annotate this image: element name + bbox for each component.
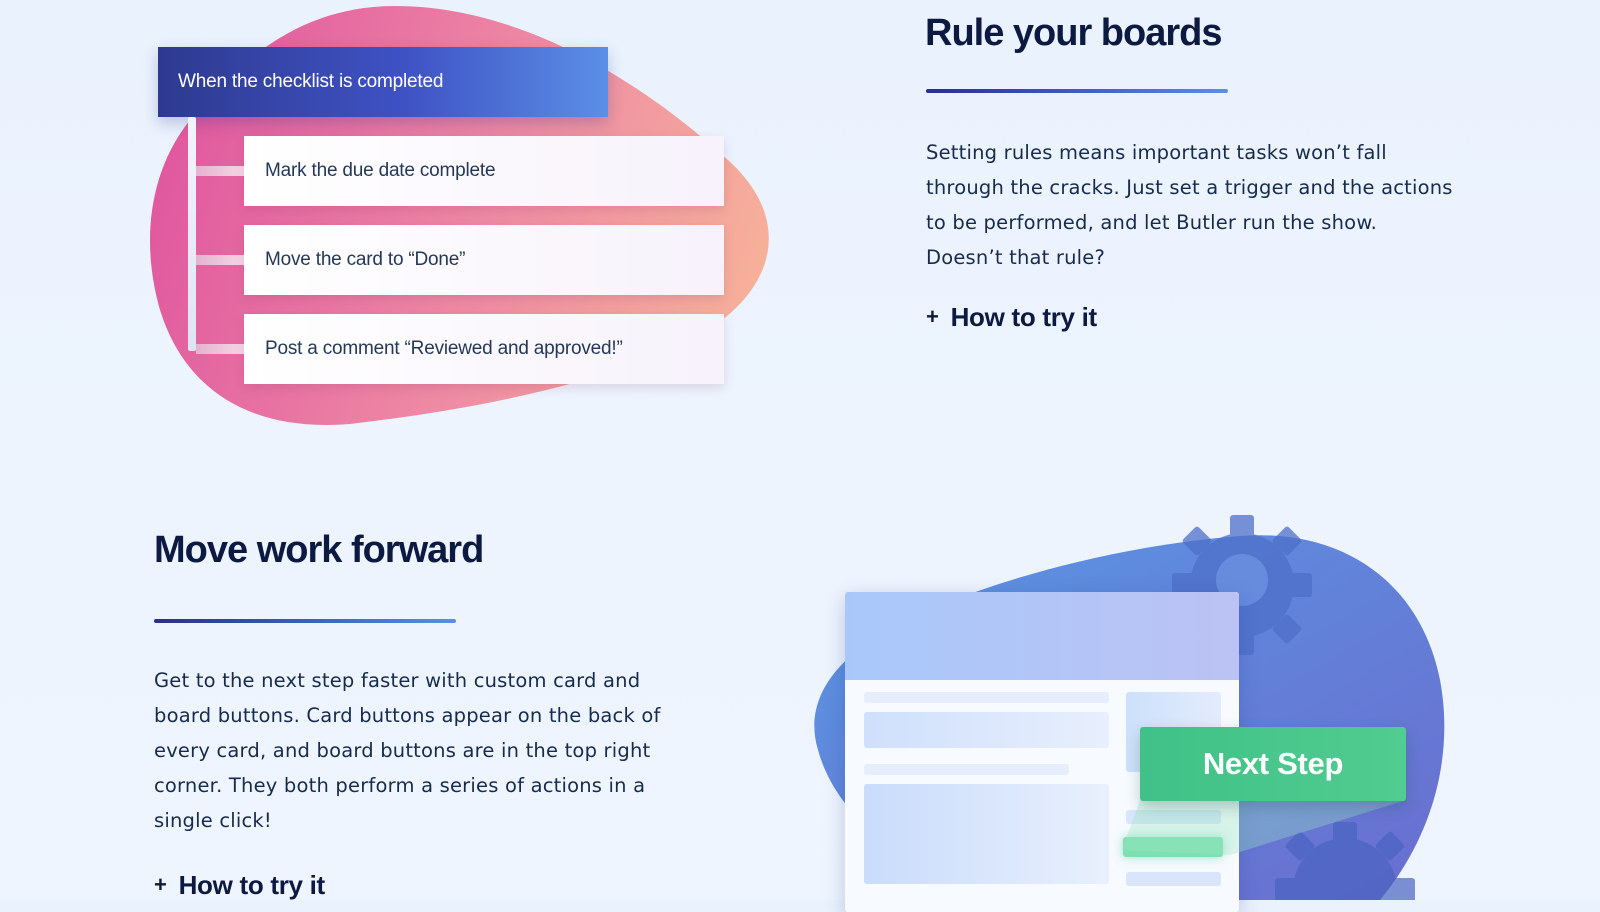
next-step-button[interactable]: Next Step [1140, 727, 1406, 801]
placeholder-line [864, 764, 1069, 775]
placeholder-card [864, 712, 1109, 748]
action-tree-branch [196, 344, 244, 354]
how-to-try-label: How to try it [178, 870, 326, 900]
action-card-post-comment: Post a comment “Reviewed and approved!” [244, 314, 724, 384]
rule-boards-title-underline [926, 89, 1228, 93]
move-work-title: Move work forward [154, 529, 484, 571]
action-tree-connector [188, 117, 196, 351]
trigger-card: When the checklist is completed [158, 47, 608, 117]
rule-boards-description: Setting rules means important tasks won’… [926, 141, 1453, 269]
board-window-header [845, 592, 1239, 680]
action-tree-branch [196, 255, 244, 265]
move-work-how-to-try-link[interactable]: + How to try it [154, 870, 325, 901]
placeholder-line [864, 692, 1109, 703]
action-tree-branch [196, 166, 244, 176]
placeholder-side-line [1126, 872, 1221, 886]
move-work-title-underline [154, 619, 456, 623]
plus-icon: + [154, 872, 167, 897]
card-button-highlight [1123, 837, 1223, 857]
placeholder-side-line [1126, 810, 1221, 824]
move-work-description: Get to the next step faster with custom … [154, 669, 661, 832]
rule-boards-title: Rule your boards [925, 12, 1222, 54]
how-to-try-label: How to try it [950, 302, 1098, 332]
action-card-due-date: Mark the due date complete [244, 136, 724, 206]
gear-icon [1275, 822, 1415, 900]
action-card-move-done: Move the card to “Done” [244, 225, 724, 295]
plus-icon: + [926, 304, 939, 329]
placeholder-card [864, 784, 1109, 884]
rule-boards-how-to-try-link[interactable]: + How to try it [926, 302, 1097, 333]
